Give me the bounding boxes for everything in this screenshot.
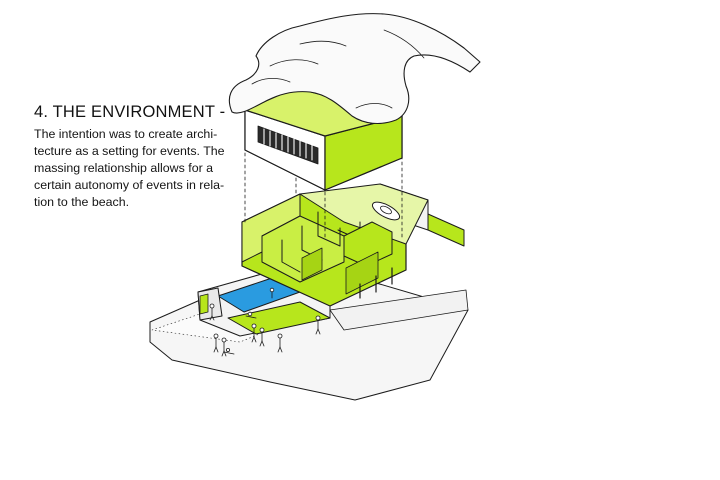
person-icon: [209, 303, 215, 321]
body-line-5: tion to the beach.: [34, 195, 130, 209]
side-wall: [427, 213, 465, 247]
person-icon: [269, 287, 275, 299]
person-icon: [223, 347, 235, 355]
body-line-1: The intention was to create archi-: [34, 127, 218, 141]
main-building: [241, 183, 429, 307]
person-icon: [213, 333, 219, 353]
section-heading: 4. THE ENVIRONMENT -: [34, 103, 226, 121]
description-block: 4. THE ENVIRONMENT - The intention was t…: [34, 103, 234, 211]
hand-icon: [228, 13, 481, 125]
body-line-4: certain autonomy of events in rela-: [34, 178, 225, 192]
person-icon: [251, 323, 257, 343]
people: [209, 287, 321, 357]
person-icon: [315, 315, 321, 335]
person-icon: [277, 333, 283, 353]
car-icon: [371, 201, 401, 221]
person-icon: [259, 327, 265, 347]
body-line-3: massing relationship allows for a: [34, 161, 214, 175]
person-icon: [245, 311, 257, 319]
body-line-2: tecture as a setting for events. The: [34, 144, 225, 158]
